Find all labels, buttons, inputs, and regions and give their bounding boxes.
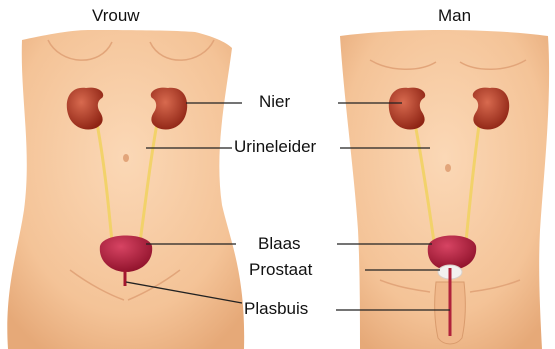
male-navel: [445, 164, 451, 172]
label-urineleider: Urineleider: [234, 137, 316, 157]
title-man: Man: [438, 6, 471, 26]
label-plasbuis: Plasbuis: [244, 299, 308, 319]
label-nier: Nier: [259, 92, 290, 112]
label-prostaat: Prostaat: [249, 260, 312, 280]
title-vrouw: Vrouw: [92, 6, 140, 26]
female-torso: [7, 30, 244, 349]
female-navel: [123, 154, 129, 162]
label-blaas: Blaas: [258, 234, 301, 254]
